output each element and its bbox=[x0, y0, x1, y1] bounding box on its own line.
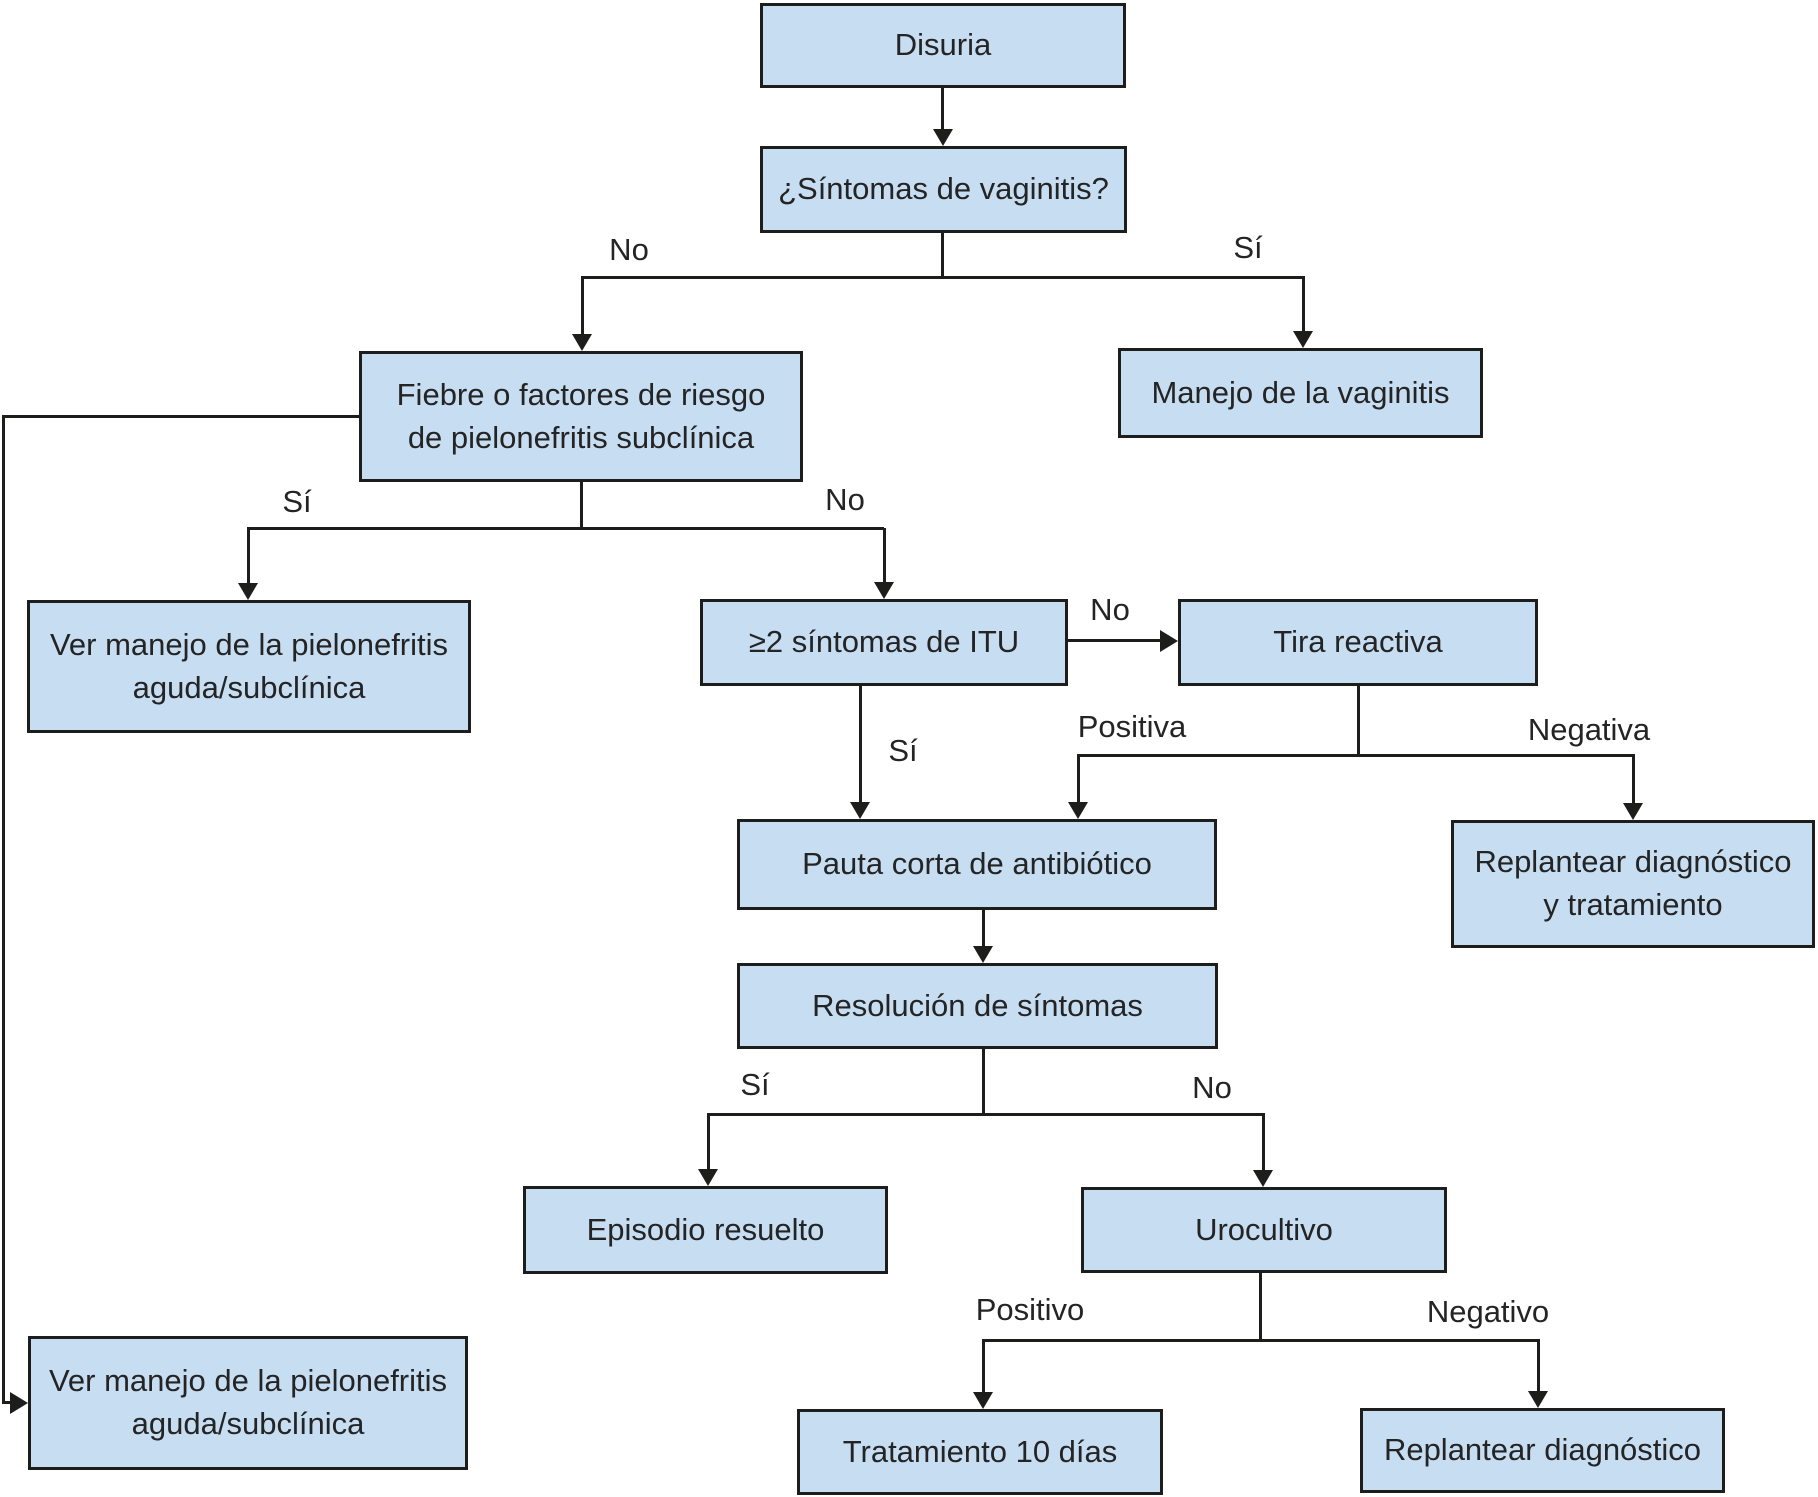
node-fiebre-riesgo: Fiebre o factores de riesgo de pielonefr… bbox=[359, 351, 803, 482]
connector-fiebre-left-out bbox=[2, 415, 359, 418]
connector-tira-negativa-drop bbox=[1632, 755, 1635, 808]
node-replantear-dx-tratamiento: Replantear diagnóstico y tratamiento bbox=[1451, 820, 1815, 948]
connector-vaginitis-si-drop bbox=[1302, 277, 1305, 337]
arrowhead-down-icon bbox=[1528, 1391, 1548, 1408]
edge-label-resolucion-no: No bbox=[1192, 1070, 1232, 1105]
connector-resolucion-si-drop bbox=[707, 1114, 710, 1174]
connector-itu-pauta bbox=[859, 686, 862, 806]
node-resolucion-sintomas: Resolución de síntomas bbox=[737, 963, 1218, 1049]
connector-fiebre-no-drop bbox=[883, 528, 886, 586]
connector-vaginitis-branch bbox=[581, 276, 1305, 279]
arrowhead-down-icon bbox=[1293, 331, 1313, 348]
node-ver-manejo-pielonefritis-1: Ver manejo de la pielonefritis aguda/sub… bbox=[27, 600, 471, 733]
edge-label-vaginitis-si: Sí bbox=[1233, 230, 1263, 265]
connector-urocultivo-negativo-drop bbox=[1537, 1340, 1540, 1395]
connector-fiebre-branch bbox=[247, 527, 884, 530]
connector-urocultivo-branch bbox=[982, 1339, 1540, 1342]
node-ver-manejo-pielonefritis-2: Ver manejo de la pielonefritis aguda/sub… bbox=[28, 1336, 468, 1470]
arrowhead-down-icon bbox=[238, 583, 258, 600]
arrowhead-down-icon bbox=[1068, 802, 1088, 819]
arrowhead-down-icon bbox=[698, 1169, 718, 1186]
arrowhead-down-icon bbox=[973, 946, 993, 963]
edge-label-resolucion-si: Sí bbox=[740, 1067, 770, 1102]
node-sintomas-itu: ≥2 síntomas de ITU bbox=[700, 599, 1068, 686]
arrowhead-down-icon bbox=[933, 129, 953, 146]
node-manejo-vaginitis: Manejo de la vaginitis bbox=[1118, 348, 1483, 438]
node-tratamiento-10-dias: Tratamiento 10 días bbox=[797, 1409, 1163, 1495]
arrowhead-down-icon bbox=[1253, 1170, 1273, 1187]
connector-itu-tira bbox=[1068, 639, 1162, 642]
edge-label-vaginitis-no: No bbox=[609, 232, 649, 267]
arrowhead-down-icon bbox=[572, 334, 592, 351]
connector-vaginitis-stem bbox=[941, 233, 944, 279]
arrowhead-right-icon bbox=[1160, 630, 1178, 652]
edge-label-fiebre-si: Sí bbox=[282, 484, 312, 519]
connector-tira-branch bbox=[1077, 754, 1635, 757]
edge-label-urocultivo-negativo: Negativo bbox=[1426, 1294, 1550, 1329]
edge-label-urocultivo-positivo: Positivo bbox=[975, 1292, 1085, 1327]
arrowhead-down-icon bbox=[1623, 803, 1643, 820]
connector-left-edge-down bbox=[2, 415, 5, 1403]
connector-resolucion-stem bbox=[982, 1049, 985, 1116]
node-disuria: Disuria bbox=[760, 3, 1126, 88]
arrowhead-down-icon bbox=[850, 802, 870, 819]
edge-label-itu-si: Sí bbox=[888, 733, 918, 768]
connector-left-edge-in bbox=[2, 1401, 12, 1404]
connector-resolucion-no-drop bbox=[1262, 1114, 1265, 1174]
connector-urocultivo-positivo-drop bbox=[982, 1340, 985, 1396]
connector-tira-stem bbox=[1357, 686, 1360, 757]
arrowhead-down-icon bbox=[874, 582, 894, 599]
node-sintomas-vaginitis: ¿Síntomas de vaginitis? bbox=[760, 146, 1127, 233]
connector-disuria-vaginitis bbox=[941, 88, 944, 136]
arrowhead-right-icon bbox=[10, 1392, 28, 1414]
edge-label-tira-positiva: Positiva bbox=[1077, 709, 1187, 744]
edge-label-tira-negativa: Negativa bbox=[1527, 712, 1651, 747]
node-pauta-corta: Pauta corta de antibiótico bbox=[737, 819, 1217, 910]
connector-vaginitis-no-drop bbox=[581, 277, 584, 339]
node-replantear-diagnostico: Replantear diagnóstico bbox=[1360, 1408, 1725, 1493]
arrowhead-down-icon bbox=[973, 1392, 993, 1409]
node-episodio-resuelto: Episodio resuelto bbox=[523, 1186, 888, 1274]
edge-label-itu-no: No bbox=[1090, 592, 1130, 627]
connector-resolucion-branch bbox=[707, 1113, 1265, 1116]
node-urocultivo: Urocultivo bbox=[1081, 1187, 1447, 1273]
edge-label-fiebre-no: No bbox=[825, 482, 865, 517]
connector-urocultivo-stem bbox=[1259, 1273, 1262, 1342]
node-tira-reactiva: Tira reactiva bbox=[1178, 599, 1538, 686]
connector-pauta-resolucion bbox=[982, 910, 985, 950]
connector-tira-positiva-drop bbox=[1077, 755, 1080, 807]
connector-fiebre-si-drop bbox=[247, 528, 250, 588]
connector-fiebre-stem bbox=[580, 482, 583, 530]
